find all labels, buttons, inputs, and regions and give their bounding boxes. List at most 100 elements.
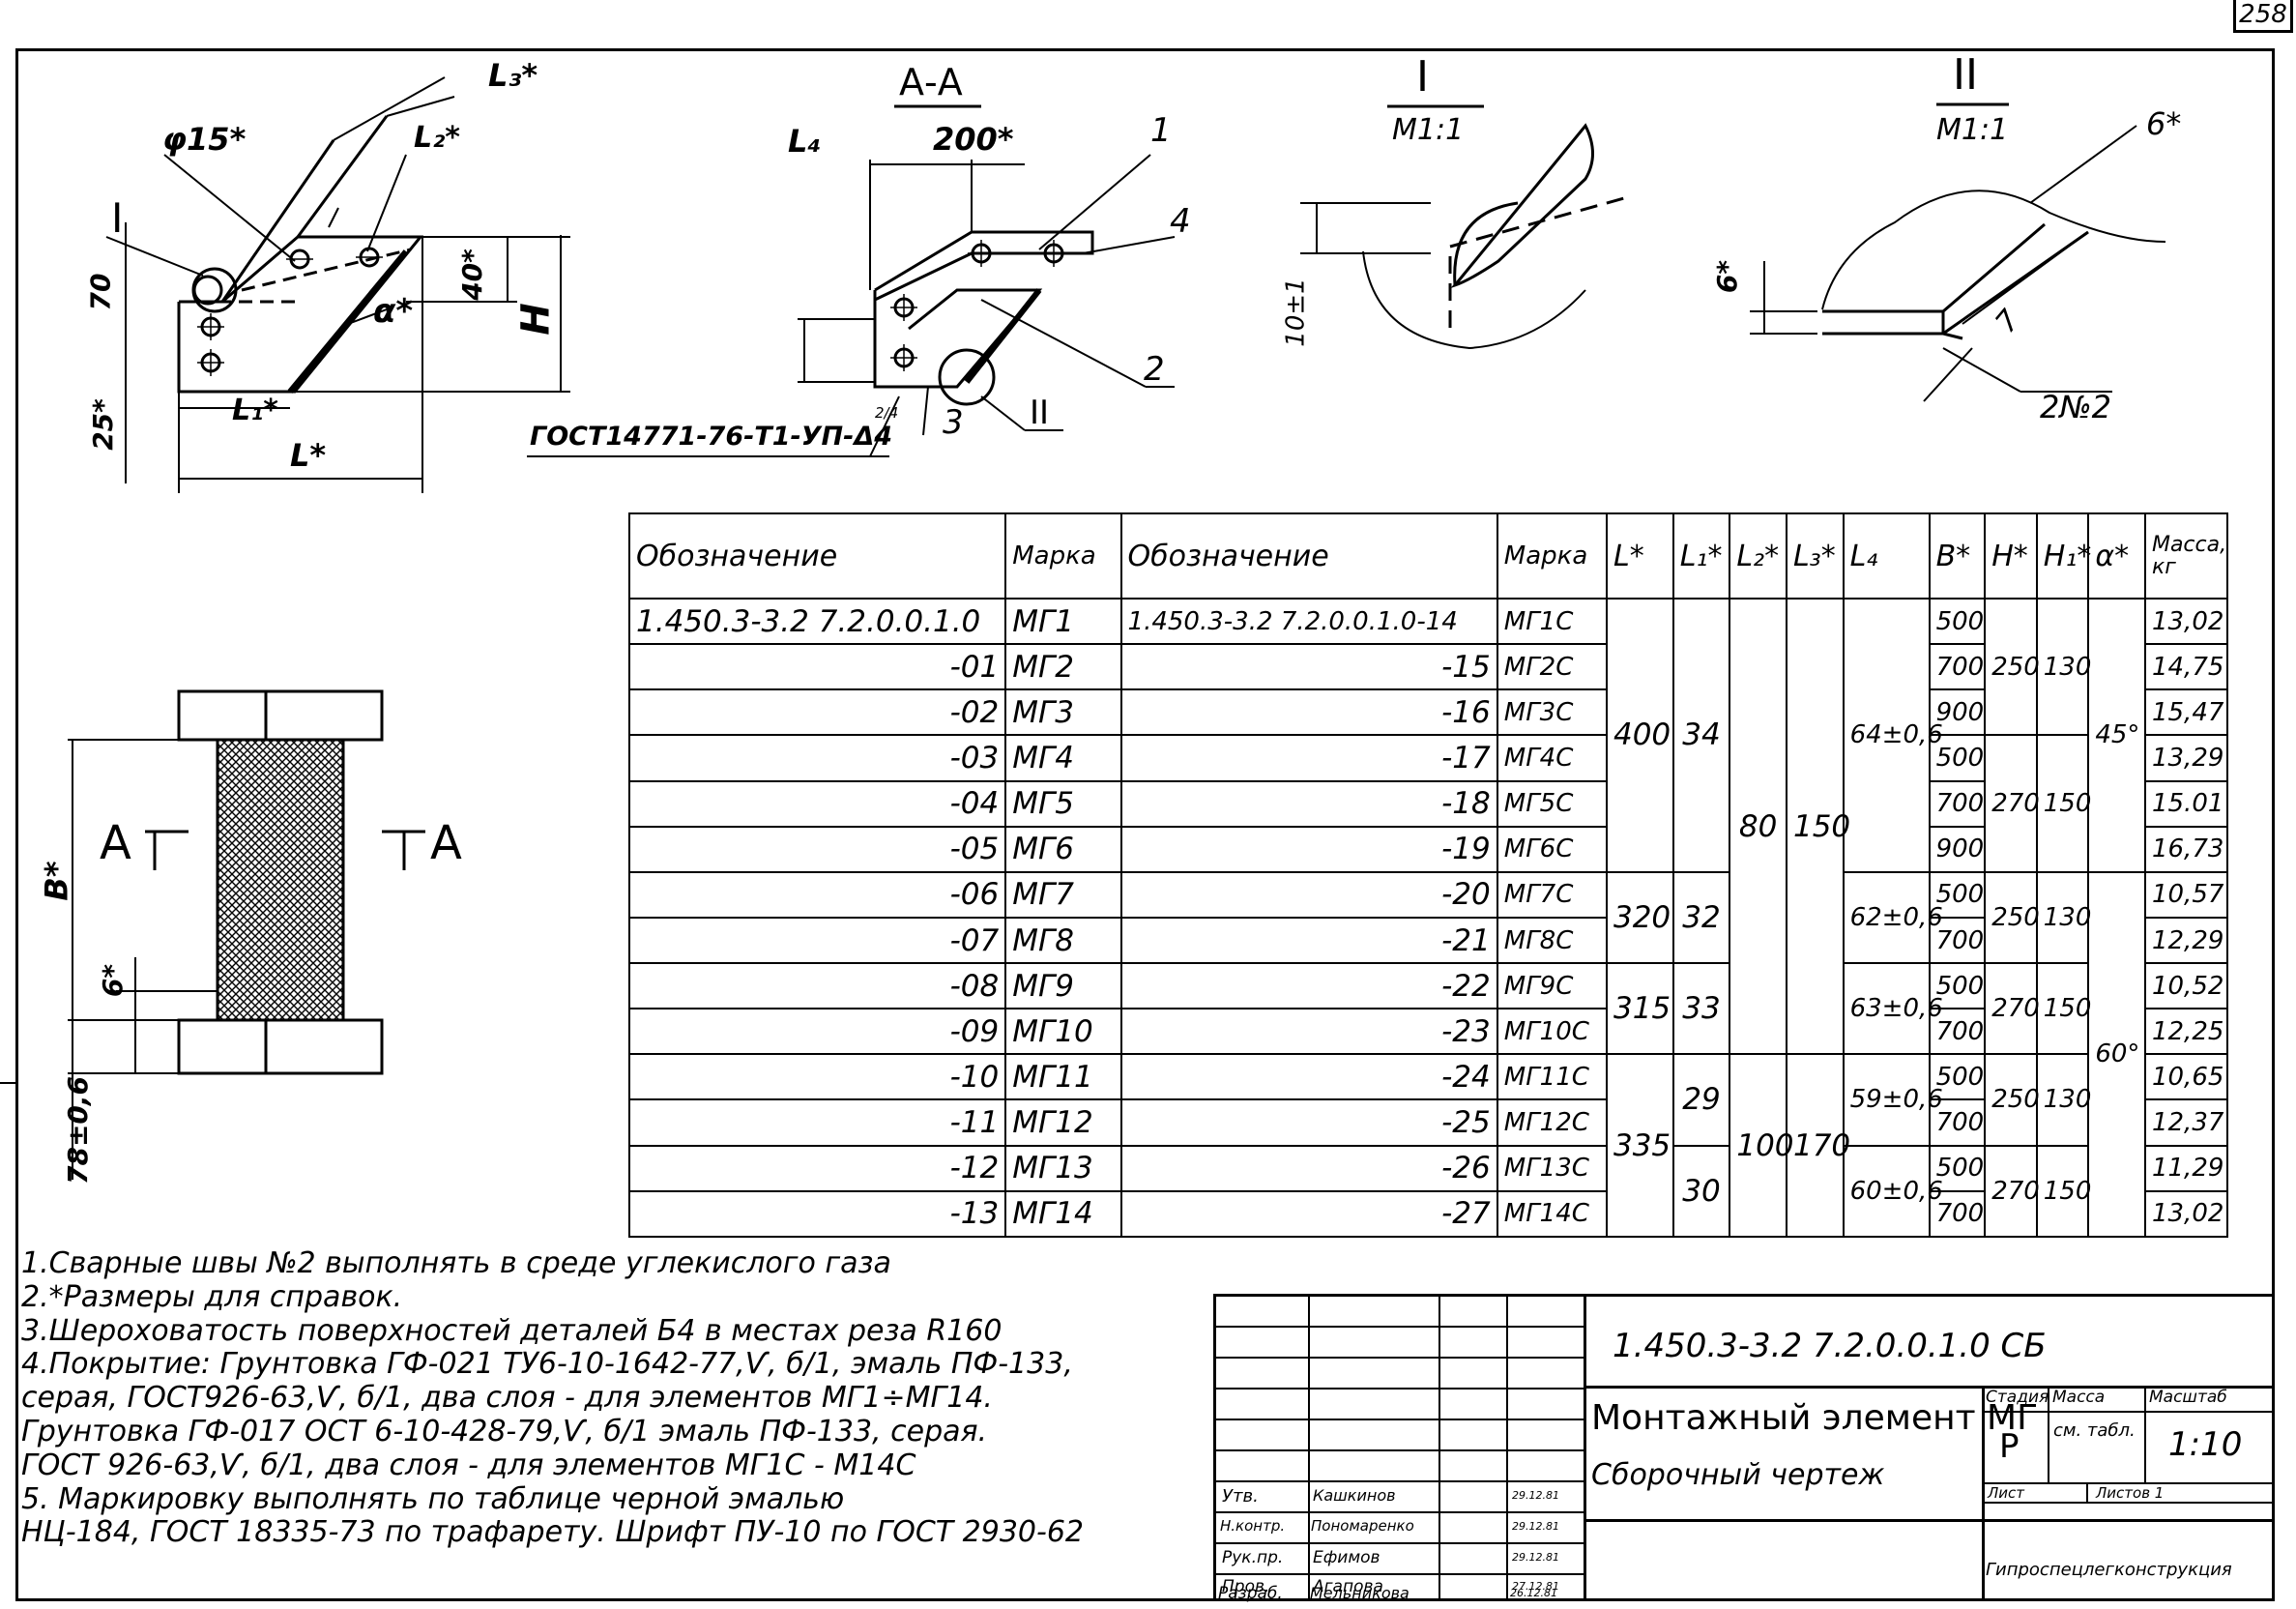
header-designation-2: Обозначение — [1119, 512, 1498, 600]
note-line: серая, ГОСТ926-63,Ѵ, б/1, два слоя - для… — [21, 1381, 993, 1416]
cell-mark-2: МГ4С — [1496, 734, 1608, 782]
cell-mark-2: МГ3С — [1496, 688, 1608, 737]
cell-mark: МГ11 — [1004, 1053, 1122, 1101]
header-l1: L₁* — [1671, 512, 1731, 600]
dim-h: Н — [513, 303, 559, 336]
cell-b: 500 — [1928, 870, 1987, 919]
cell-designation-2: -16 — [1119, 688, 1498, 737]
cell-mark-2: МГ13С — [1496, 1144, 1608, 1192]
name-developer: Мельникова — [1310, 1584, 1410, 1602]
cell-designation: -02 — [627, 688, 1007, 737]
dim-b: В* — [38, 861, 75, 901]
cell-mark: МГ8 — [1004, 916, 1122, 965]
cell-mark: МГ7 — [1004, 870, 1122, 919]
table-header-row: Обозначение Марка Обозначение Марка L* L… — [627, 512, 2229, 600]
dim-l1: L₁* — [232, 394, 278, 427]
header-mark-2: Марка — [1496, 512, 1608, 600]
cell-designation: -05 — [627, 825, 1007, 873]
cell-mark-2: МГ10С — [1496, 1008, 1608, 1056]
cell-b: 900 — [1928, 688, 1987, 737]
cell-designation: -09 — [627, 1008, 1007, 1056]
cell-h1: 150 — [2035, 1144, 2091, 1239]
table-row: -07 МГ8 -21 МГ8С 700 12,29 — [627, 916, 2229, 965]
cell-alpha: 60° — [2087, 870, 2146, 1239]
cell-b: 500 — [1928, 1053, 1987, 1101]
table-row: -09 МГ10 -23 МГ10С 700 12,25 — [627, 1008, 2229, 1056]
cell-b: 700 — [1928, 1189, 1987, 1239]
cell-mass: 15,47 — [2143, 688, 2229, 737]
sheet-frame — [15, 48, 2275, 1601]
role-project-lead: Рук.пр. — [1222, 1548, 1284, 1567]
cell-mass: 13,02 — [2143, 1189, 2229, 1239]
cell-mark-2: МГ9С — [1496, 962, 1608, 1010]
header-l4: L₄ — [1842, 512, 1931, 600]
doc-code: 1.450.3-3.2 7.2.0.0.1.0 СБ — [1613, 1327, 2047, 1365]
dim-25: 25* — [86, 398, 119, 451]
scale-value: 1:10 — [2168, 1425, 2243, 1464]
header-mass: Масса, кг — [2143, 512, 2229, 600]
specification-table: Обозначение Марка Обозначение Марка L* L… — [627, 512, 2229, 1239]
cell-h: 250 — [1984, 1053, 2040, 1147]
cell-designation-2: -26 — [1119, 1144, 1498, 1192]
dim-78: 78±0,6 — [62, 1075, 95, 1185]
header-l: L* — [1605, 512, 1674, 600]
dim-l2: L₂* — [414, 121, 460, 155]
mass-value: см. табл. — [2053, 1420, 2136, 1441]
part-2: 2 — [1144, 350, 1165, 389]
doc-subtitle: Сборочный чертеж — [1591, 1458, 1885, 1492]
page-number: 258 — [2233, 0, 2293, 33]
date-project-lead: 29.12.81 — [1512, 1551, 1559, 1564]
cell-mass: 13,29 — [2143, 734, 2229, 782]
table-row: -04 МГ5 -18 МГ5С 700 15.01 — [627, 779, 2229, 828]
cell-designation: -08 — [627, 962, 1007, 1010]
section-aa-label: А-А — [899, 61, 963, 103]
cell-h: 250 — [1984, 870, 2040, 965]
side-view — [0, 689, 425, 1180]
note-line: 5. Маркировку выполнять по таблице черно… — [21, 1481, 845, 1516]
dim-alpha: α* — [373, 292, 414, 331]
note-line: 1.Сварные швы №2 выполнять в среде углек… — [21, 1246, 891, 1280]
date-checked: 27.12.81 — [1512, 1580, 1559, 1593]
cell-designation: 1.450.3-3.2 7.2.0.0.1.0 — [627, 598, 1007, 646]
cell-designation: -03 — [627, 734, 1007, 782]
role-approved: Утв. — [1222, 1486, 1259, 1507]
cell-designation-2: -17 — [1119, 734, 1498, 782]
cell-h1: 150 — [2035, 734, 2091, 873]
cell-b: 700 — [1928, 916, 1987, 965]
cell-l4: 64±0,6 — [1842, 598, 1943, 873]
cell-designation: -12 — [627, 1144, 1007, 1192]
table-row: -11 МГ12 -25 МГ12С 700 12,37 — [627, 1098, 2229, 1147]
doc-title: Монтажный элемент МГ — [1591, 1398, 2039, 1438]
cell-mark: МГ6 — [1004, 825, 1122, 873]
cell-mass: 14,75 — [2143, 643, 2229, 691]
note-line: ГОСТ 926-63,Ѵ, б/1, два слоя - для элеме… — [21, 1448, 916, 1482]
dim-6-top: 6* — [2146, 105, 2182, 142]
detail-1-view — [1300, 104, 1625, 350]
table-row: -08 МГ9 -22 МГ9С 315 33 63±0,6 500 270 1… — [627, 962, 2229, 1056]
cell-mark-2: МГ5С — [1496, 779, 1608, 828]
cell-mark: МГ12 — [1004, 1098, 1122, 1147]
table-row: -13 МГ14 -27 МГ14С 700 13,02 — [627, 1189, 2229, 1239]
cell-designation: -01 — [627, 643, 1007, 691]
cell-mark: МГ2 — [1004, 643, 1122, 691]
cell-designation-2: 1.450.3-3.2 7.2.0.0.1.0-14 — [1119, 598, 1498, 646]
cell-l1: 32 — [1671, 870, 1731, 965]
dim-70: 70 — [84, 273, 117, 311]
cell-mark: МГ1 — [1004, 598, 1122, 646]
stage-header: Стадия — [1986, 1388, 2049, 1407]
cell-l: 335 — [1605, 1053, 1674, 1238]
cell-b: 500 — [1928, 598, 1987, 646]
table-row: 1.450.3-3.2 7.2.0.0.1.0 МГ1 1.450.3-3.2 … — [627, 598, 2229, 1056]
cell-designation-2: -24 — [1119, 1053, 1498, 1101]
cell-mark-2: МГ14С — [1496, 1189, 1608, 1239]
cell-mark-2: МГ7С — [1496, 870, 1608, 919]
header-designation: Обозначение — [627, 512, 1007, 600]
header-h: Н* — [1984, 512, 2038, 600]
table-row: -02 МГ3 -16 МГ3С 900 15,47 — [627, 688, 2229, 737]
table-row: -06 МГ7 -20 МГ7С 320 32 62±0,6 500 250 1… — [627, 870, 2229, 1239]
cell-designation: -06 — [627, 870, 1007, 919]
cell-h: 270 — [1984, 734, 2040, 873]
detail-2-numeral: II — [1953, 50, 1978, 100]
weld-number: 2№2 — [2040, 389, 2111, 425]
cell-mark: МГ14 — [1004, 1189, 1122, 1239]
